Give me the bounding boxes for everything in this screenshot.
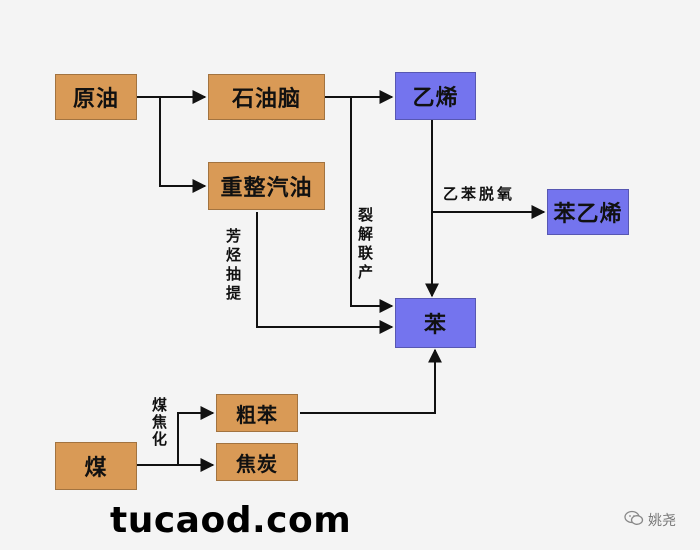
node-reformate: 重整汽油: [208, 162, 325, 210]
wechat-account: 姚尧: [624, 510, 676, 530]
label-coal-coking: 煤焦化: [150, 397, 168, 448]
arrow-naphtha-to-benzene: [350, 97, 394, 313]
node-coal: 煤: [55, 442, 137, 490]
label-aromatics-extraction: 芳烃抽提: [224, 228, 242, 304]
node-styrene: 苯乙烯: [547, 189, 629, 235]
arrow-crude-to-reformate: [159, 97, 207, 193]
watermark-text: tucaod.com: [110, 500, 352, 541]
label-cracking-coproduction: 裂解联产: [356, 207, 374, 283]
wechat-icon: [624, 510, 644, 530]
node-ethylene: 乙烯: [395, 72, 476, 120]
node-benzene: 苯: [395, 298, 476, 348]
wechat-account-name: 姚尧: [648, 513, 676, 529]
node-crude-benzene: 粗苯: [216, 394, 298, 432]
arrow-coal-to-crude-benzene: [137, 406, 215, 466]
arrow-reformate-to-benzene: [256, 212, 394, 334]
node-crude-oil: 原油: [55, 74, 137, 120]
label-ethylbenzene-dehydrogenation: 乙苯脱氧: [443, 185, 516, 203]
node-coke: 焦炭: [216, 443, 298, 481]
node-naphtha: 石油脑: [208, 74, 325, 120]
arrow-crude-benzene-to-benzene: [300, 348, 442, 414]
